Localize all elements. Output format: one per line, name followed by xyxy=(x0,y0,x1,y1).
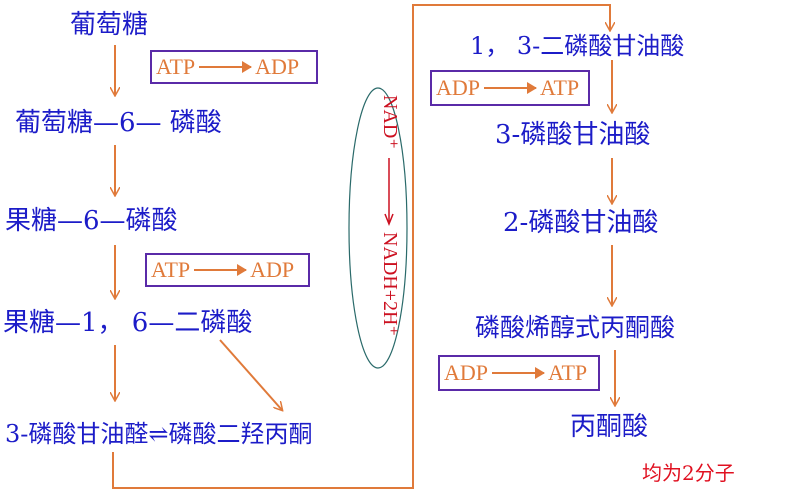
1-3-bisphosphoglycerate: 1， 3-二磷酸甘油酸 xyxy=(470,32,685,60)
atp-label: ATP xyxy=(540,75,580,100)
adp-label: ADP xyxy=(436,75,481,100)
glucose-6-phosphate: 葡萄糖—6— 磷酸 xyxy=(15,108,222,138)
nad-label: NAD⁺ xyxy=(379,95,401,149)
atp-label: ATP xyxy=(151,257,191,282)
phosphoenolpyruvate: 磷酸烯醇式丙酮酸 xyxy=(475,313,676,342)
nadh-label: NADH+2H⁺ xyxy=(379,232,401,337)
fructose-1-6-bisphosphate: 果糖—1， 6—二磷酸 xyxy=(3,308,253,338)
adp-label: ADP xyxy=(255,54,300,79)
adp-atp-box-2: ADP ATP xyxy=(438,355,600,391)
note-two-molecules: 均为2分子 xyxy=(642,461,735,485)
nad-ellipse xyxy=(348,87,408,369)
g3p-dhap: 3-磷酸甘油醛⇌磷酸二羟丙酮 xyxy=(5,420,313,448)
arrow-right-icon xyxy=(492,367,546,379)
pyruvate: 丙酮酸 xyxy=(570,412,649,442)
arrow-diag xyxy=(219,339,282,410)
atp-adp-box-2: ATP ADP xyxy=(145,253,310,287)
atp-adp-box-1: ATP ADP xyxy=(150,50,318,84)
fructose-6-phosphate: 果糖—6—磷酸 xyxy=(5,206,178,236)
atp-label: ATP xyxy=(548,360,588,385)
connector-line xyxy=(112,4,610,489)
adp-atp-box-1: ADP ATP xyxy=(430,70,590,106)
glucose: 葡萄糖 xyxy=(70,10,149,40)
3-phosphoglycerate: 3-磷酸甘油酸 xyxy=(495,120,651,150)
atp-label: ATP xyxy=(156,54,196,79)
arrow-right-icon xyxy=(199,61,253,73)
adp-label: ADP xyxy=(444,360,489,385)
arrow-right-icon xyxy=(194,264,248,276)
adp-label: ADP xyxy=(250,257,295,282)
arrow-right-icon xyxy=(484,82,538,94)
2-phosphoglycerate: 2-磷酸甘油酸 xyxy=(503,208,659,238)
